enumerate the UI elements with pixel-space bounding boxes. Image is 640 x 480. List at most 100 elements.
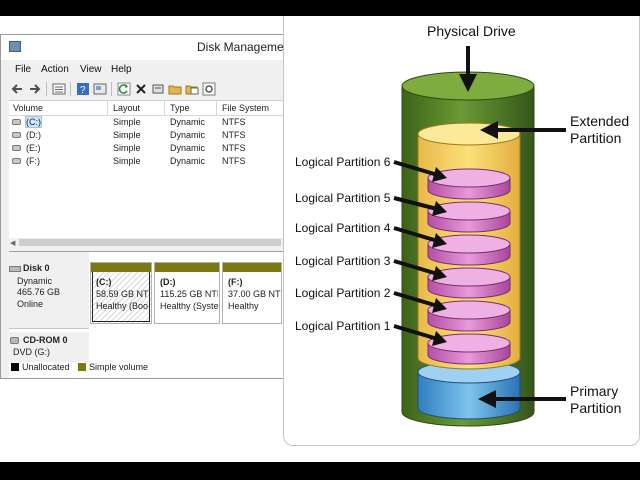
logical-partition-6-disc [427, 168, 511, 200]
volume-file-system: NTFS [222, 130, 246, 140]
cdrom-name: CD-ROM 0 [23, 335, 68, 345]
disk-size: 465.76 GB [17, 287, 61, 297]
label-logical-partition-1: Logical Partition 1 [295, 319, 391, 333]
properties-icon[interactable] [93, 82, 107, 96]
toolbar-separator [70, 82, 71, 96]
toolbar: ? [1, 79, 283, 99]
menu-action[interactable]: Action [41, 64, 69, 75]
list-view-icon[interactable] [52, 82, 66, 96]
label-logical-partition-5: Logical Partition 5 [295, 191, 391, 205]
label-physical-drive: Physical Drive [427, 23, 516, 39]
volume-file-system: NTFS [222, 156, 246, 166]
label-primary-line-2: Partition [570, 400, 621, 416]
arrow-logical-6 [393, 160, 442, 178]
arrow-logical-1 [393, 324, 442, 342]
help-icon[interactable]: ? [76, 82, 90, 96]
label-logical-partition-4: Logical Partition 4 [295, 221, 391, 235]
menu-file[interactable]: File [15, 64, 32, 75]
column-header-file-system[interactable]: File System [222, 103, 270, 113]
title-bar: Disk Manageme [1, 35, 284, 60]
table-row[interactable]: (F:) Simple Dynamic NTFS [9, 155, 283, 168]
arrow-logical-5 [393, 196, 442, 212]
cdrom-type: DVD (G:) [13, 347, 50, 357]
volume-list-header: Volume Layout Type File System [9, 101, 283, 116]
partition-diagram: Physical Drive Extended Partition Primar… [283, 16, 640, 446]
logical-partition-3-disc [427, 267, 511, 299]
menu-view[interactable]: View [80, 64, 102, 75]
table-row[interactable]: (D:) Simple Dynamic NTFS [9, 129, 283, 142]
label-logical-partition-6: Logical Partition 6 [295, 155, 391, 169]
arrow-logical-3 [393, 259, 442, 277]
volume-name: (D:) [26, 130, 41, 140]
volume-type: Dynamic [170, 143, 206, 153]
table-row[interactable]: (E:) Simple Dynamic NTFS [9, 142, 283, 155]
label-logical-partition-3: Logical Partition 3 [295, 254, 391, 268]
partition-label: (C:) [96, 277, 112, 287]
legend-swatch-unallocated [11, 363, 19, 371]
rescan-icon[interactable] [202, 82, 216, 96]
drive-icon [12, 119, 21, 125]
volume-name: (E:) [26, 143, 41, 153]
partition-status: Healthy (Syste [160, 301, 218, 311]
disk-management-window: Disk Manageme File Action View Help ? [0, 34, 284, 379]
table-row[interactable]: (C:) Simple Dynamic NTFS [9, 116, 283, 129]
partition-d[interactable]: (D:) 115.25 GB NTF Healthy (Syste [154, 262, 220, 324]
volume-list: Volume Layout Type File System (C:) Simp… [9, 100, 283, 239]
window-title: Disk Manageme [197, 40, 284, 54]
toolbar-separator [46, 82, 47, 96]
partition-label: (F:) [228, 277, 243, 287]
svg-text:?: ? [80, 85, 86, 96]
settings-icon[interactable] [151, 82, 165, 96]
label-extended-line-1: Extended [570, 113, 629, 129]
arrow-head-extended [480, 121, 498, 139]
legend-swatch-simple-volume [78, 363, 86, 371]
volume-type: Dynamic [170, 156, 206, 166]
label-extended-line-2: Partition [570, 130, 621, 146]
disk-icon [9, 266, 21, 272]
back-arrow-icon[interactable] [10, 82, 24, 96]
open-file-icon[interactable] [185, 82, 199, 96]
drive-icon [12, 145, 21, 151]
drive-icon [12, 158, 21, 164]
disk-0-label[interactable]: Disk 0 Dynamic 465.76 GB Online [9, 252, 89, 329]
arrow-head-physical-drive [459, 74, 477, 92]
disk-management-app-icon [9, 41, 21, 52]
partition-c[interactable]: (C:) 58.59 GB NTF Healthy (Boo [90, 262, 152, 324]
disk-map: Disk 0 Dynamic 465.76 GB Online (C:) 58.… [9, 251, 283, 378]
volume-list-scrollbar[interactable]: ◀ [9, 238, 283, 248]
logical-partition-1-disc [427, 333, 511, 365]
menu-bar: File Action View Help [1, 61, 283, 79]
forward-arrow-icon[interactable] [28, 82, 42, 96]
column-header-volume[interactable]: Volume [13, 103, 44, 113]
partition-status: Healthy (Boo [96, 301, 149, 311]
disk-map-legend: Unallocated Simple volume [9, 360, 283, 374]
scrollbar-thumb[interactable] [19, 239, 281, 246]
open-folder-icon[interactable] [168, 82, 182, 96]
screenshot-stage: Disk Manageme File Action View Help ? [0, 16, 640, 462]
refresh-icon[interactable] [117, 82, 131, 96]
label-logical-partition-2: Logical Partition 2 [295, 286, 391, 300]
volume-layout: Simple [113, 156, 141, 166]
column-header-layout[interactable]: Layout [113, 103, 141, 113]
scroll-left-arrow-icon[interactable]: ◀ [10, 240, 16, 247]
primary-partition-cylinder [417, 360, 521, 420]
cdrom-icon [10, 337, 19, 344]
label-primary-line-1: Primary [570, 383, 618, 399]
partition-status: Healthy [228, 301, 259, 311]
drive-icon [12, 132, 21, 138]
partition-size: 37.00 GB NT [228, 289, 281, 299]
delete-icon[interactable] [134, 82, 148, 96]
disk-type: Dynamic [17, 276, 53, 286]
logical-partition-5-disc [427, 201, 511, 233]
column-header-type[interactable]: Type [170, 103, 190, 113]
partition-diagram-svg: Physical Drive Extended Partition Primar… [295, 23, 629, 427]
volume-name: (C:) [25, 116, 42, 128]
volume-layout: Simple [113, 117, 141, 127]
cdrom-label[interactable]: CD-ROM 0 DVD (G:) [9, 332, 89, 362]
logical-partition-4-disc [427, 234, 511, 266]
volume-file-system: NTFS [222, 117, 246, 127]
volume-file-system: NTFS [222, 143, 246, 153]
volume-layout: Simple [113, 143, 141, 153]
menu-help[interactable]: Help [111, 64, 132, 75]
partition-f[interactable]: (F:) 37.00 GB NT Healthy [222, 262, 282, 324]
